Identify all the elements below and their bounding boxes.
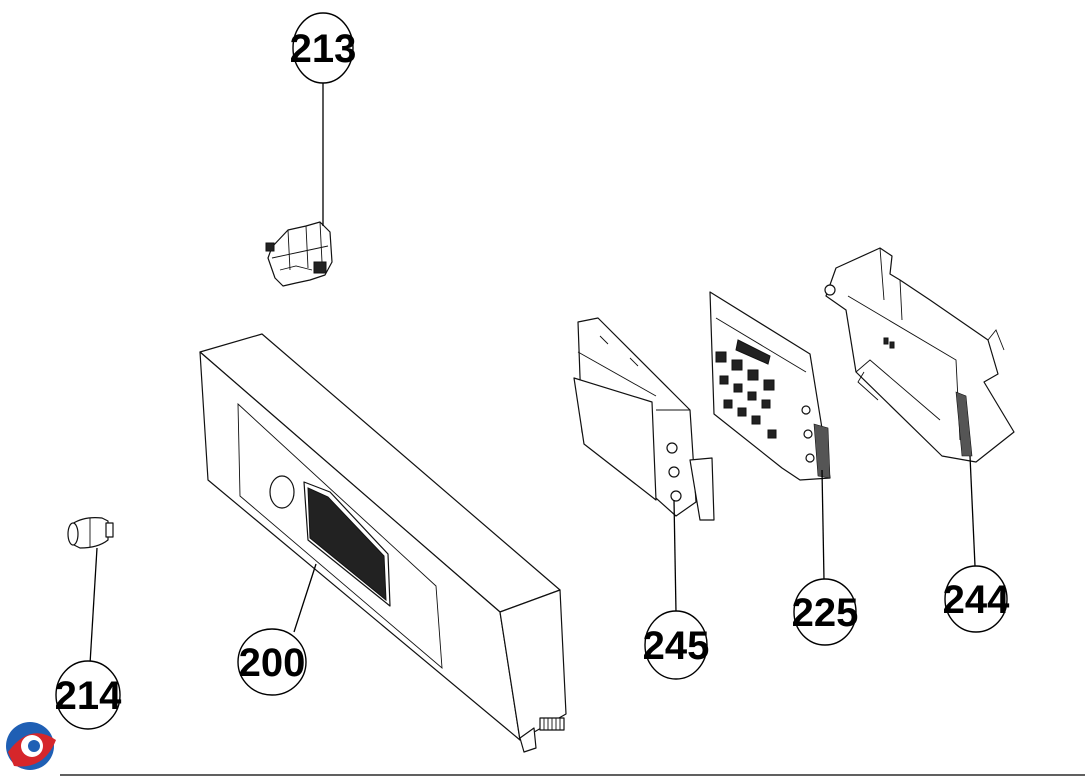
part-244-rear-housing	[824, 247, 1015, 463]
callout-245: 245	[643, 610, 710, 680]
callout-244: 244	[943, 565, 1010, 633]
callout-200-label: 200	[239, 641, 306, 685]
callout-200: 200	[237, 628, 307, 696]
callout-213: 213	[290, 12, 357, 84]
leader-244	[969, 455, 976, 567]
part-225-pcb	[709, 291, 831, 481]
leader-245	[673, 499, 677, 613]
part-213-switch-bracket	[265, 221, 333, 287]
callout-244-label: 244	[943, 578, 1010, 622]
brand-logo-icon	[6, 722, 56, 770]
leader-214	[89, 547, 98, 665]
callout-245-label: 245	[643, 624, 710, 668]
callout-213-label: 213	[290, 27, 357, 71]
callout-225: 225	[792, 578, 859, 646]
leader-200	[293, 563, 317, 633]
callout-214-label: 214	[55, 674, 122, 718]
part-245-button-frame	[573, 317, 715, 521]
callout-214: 214	[55, 660, 122, 730]
part-214-knob	[67, 517, 114, 549]
leader-225	[821, 469, 825, 581]
leader-lines	[89, 82, 976, 665]
callout-225-label: 225	[792, 591, 859, 635]
part-200-control-panel	[199, 333, 567, 753]
